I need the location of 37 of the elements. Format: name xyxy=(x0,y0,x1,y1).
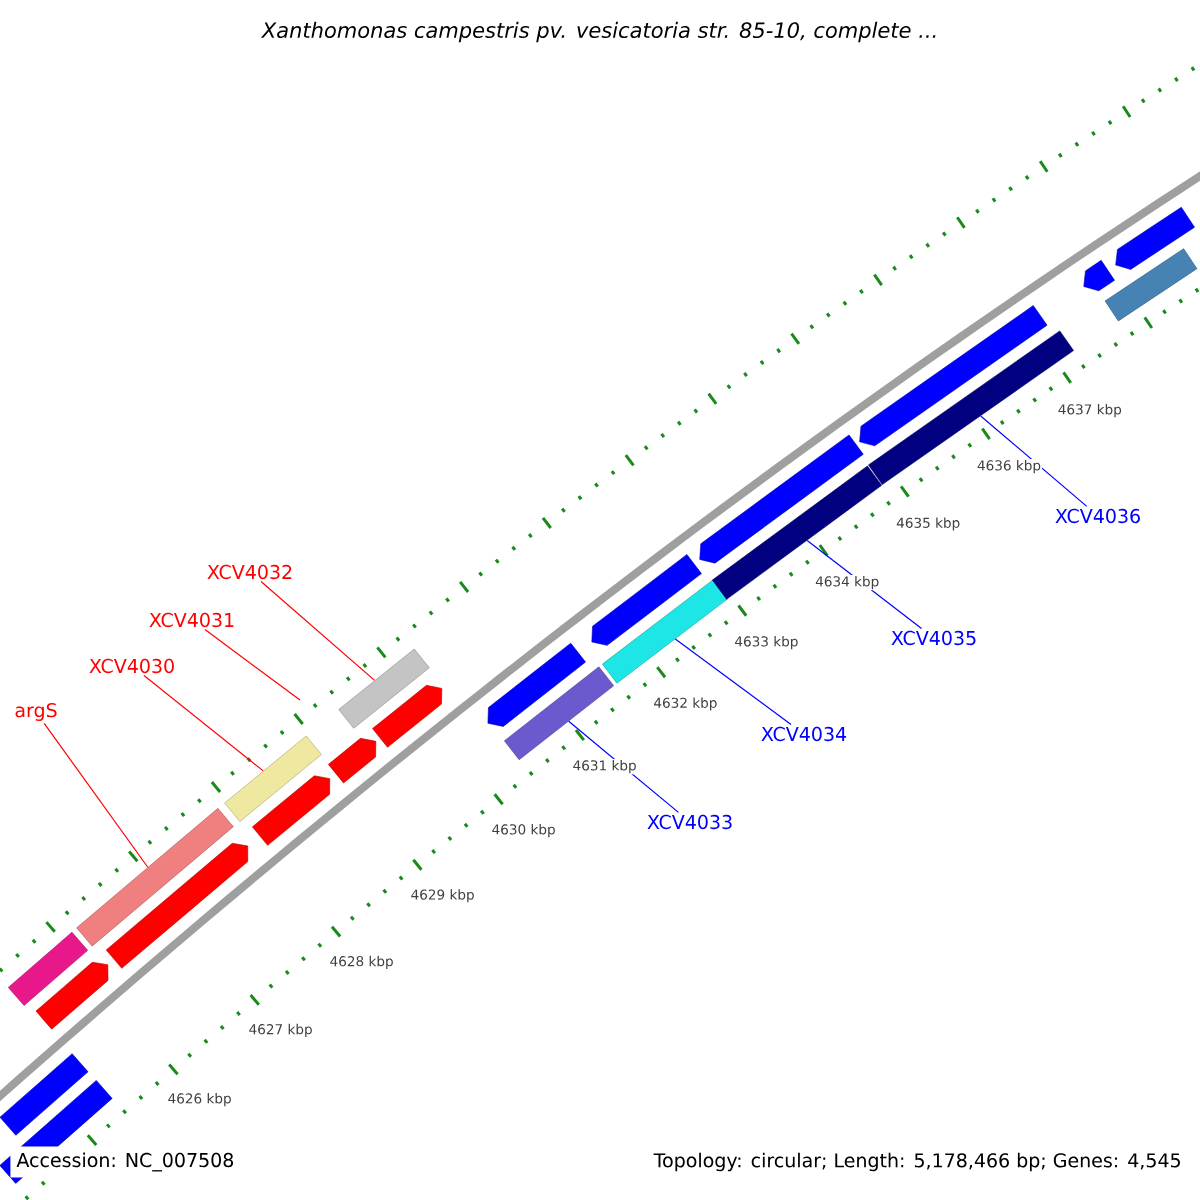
gene-bar xyxy=(372,685,443,748)
gene-label: argS xyxy=(15,702,57,721)
gene-bar xyxy=(105,843,249,969)
gene-label: XCV4035 xyxy=(891,630,976,646)
gene-bar xyxy=(252,775,331,846)
accession-label: Accession: NC_007508 xyxy=(10,1146,241,1178)
leader-line xyxy=(143,675,264,772)
gene-bar xyxy=(224,735,322,822)
gene-bar xyxy=(1115,206,1195,270)
gene-bar xyxy=(591,554,702,646)
summary-label: Topology: circular; Length: 5,178,466 bp; Genes: 4,545 xyxy=(653,1152,1180,1172)
gene-bar xyxy=(487,642,586,727)
gene-label: XCV4036 xyxy=(1055,508,1140,524)
gene-bar xyxy=(35,961,109,1030)
gene-bar xyxy=(328,738,377,784)
gene-bar xyxy=(1104,248,1198,322)
gene-bar xyxy=(338,648,430,729)
gene-bar xyxy=(76,808,234,947)
leader-line xyxy=(980,415,1088,507)
gene-bar xyxy=(712,465,882,600)
leader-line xyxy=(674,638,792,725)
title: Xanthomonas campestris pv. vesicatoria str. 85-10, complete ... xyxy=(260,21,936,43)
leader-line xyxy=(260,581,376,681)
gene-label: XCV4032 xyxy=(207,564,292,580)
gene-bar xyxy=(8,931,88,1006)
gene-label: XCV4030 xyxy=(89,658,174,674)
gene-bar xyxy=(859,305,1048,447)
leader-line xyxy=(204,629,301,701)
gene-bar xyxy=(504,666,614,760)
leader-line xyxy=(43,722,149,868)
gene-bar xyxy=(0,1053,89,1136)
gene-label: XCV4033 xyxy=(647,814,732,830)
gene-bar xyxy=(602,579,728,684)
gene-bar xyxy=(1083,260,1115,292)
gene-label: XCV4034 xyxy=(761,726,847,742)
gene-bar xyxy=(699,434,864,564)
gene-label: XCV4031 xyxy=(149,612,234,628)
